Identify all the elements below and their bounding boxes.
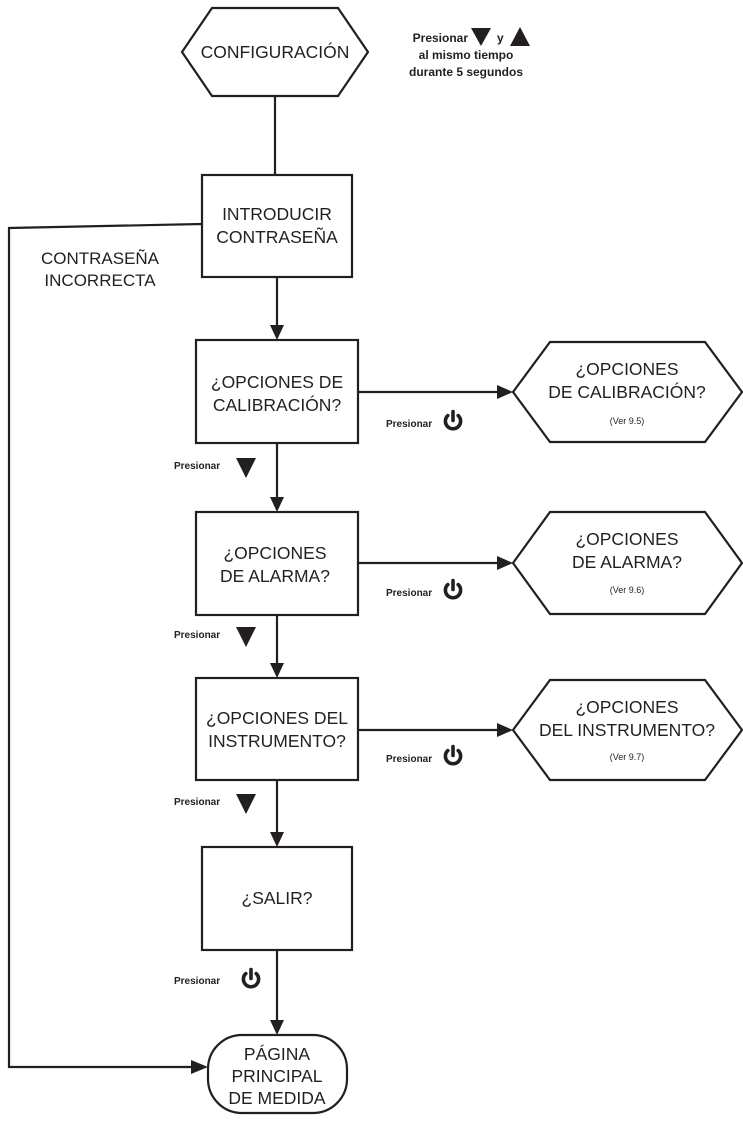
- down-triangle-icon: [236, 458, 256, 478]
- node-line: CALIBRACIÓN?: [213, 394, 342, 415]
- instruction-line: durante 5 segundos: [409, 65, 523, 79]
- press-label: Presionar: [174, 630, 220, 641]
- up-triangle-icon: [510, 27, 530, 46]
- press-power-alarma: Presionar: [386, 578, 463, 600]
- node-line: DE ALARMA?: [572, 552, 682, 572]
- node-configuracion: CONFIGURACIÓN: [180, 6, 370, 98]
- node-line: ¿OPCIONES: [223, 543, 326, 563]
- node-opciones-alarma: ¿OPCIONES DE ALARMA? (Ver 9.6): [511, 510, 743, 616]
- arrowhead: [497, 385, 513, 399]
- arrowhead: [270, 832, 284, 847]
- press-power-calibracion: Presionar: [386, 409, 463, 431]
- connectors: [7, 95, 513, 1074]
- instruction-line: al mismo tiempo: [419, 48, 514, 62]
- node-line: ¿OPCIONES DE: [211, 372, 343, 392]
- note-line: CONTRASEÑA: [41, 249, 160, 268]
- startup-instruction: Presionar y al mismo tiempo durante 5 se…: [409, 27, 530, 79]
- down-triangle-icon: [236, 627, 256, 647]
- note-line: INCORRECTA: [44, 271, 156, 290]
- press-label: Presionar: [174, 797, 220, 808]
- node-salir-question: ¿SALIR?: [200, 845, 354, 952]
- arrowhead: [191, 1060, 208, 1074]
- power-icon: [241, 967, 261, 989]
- node-line: INSTRUMENTO?: [208, 731, 346, 751]
- arrowhead: [497, 556, 513, 570]
- press-label: Presionar: [174, 976, 220, 987]
- node-pagina-principal: PÁGINA PRINCIPAL DE MEDIDA: [206, 1033, 349, 1115]
- node-introducir-contrasena: INTRODUCIR CONTRASEÑA: [200, 173, 354, 279]
- arrowhead: [270, 325, 284, 340]
- reference-label: (Ver 9.6): [610, 585, 645, 595]
- press-down-to-instrumento: Presionar: [174, 627, 256, 647]
- press-down-to-salir: Presionar: [174, 794, 256, 814]
- press-power-instrumento: Presionar: [386, 744, 463, 766]
- press-label: Presionar: [174, 461, 220, 472]
- node-opciones-instrumento-question: ¿OPCIONES DEL INSTRUMENTO?: [194, 676, 360, 782]
- arrowhead: [270, 1020, 284, 1035]
- node-line: INTRODUCIR: [222, 204, 332, 224]
- node-opciones-alarma-question: ¿OPCIONES DE ALARMA?: [194, 510, 360, 617]
- arrowhead: [270, 497, 284, 512]
- node-line: DE MEDIDA: [228, 1088, 326, 1108]
- node-line: ¿OPCIONES: [575, 359, 678, 379]
- arrowhead: [497, 723, 513, 737]
- press-label: Presionar: [386, 588, 432, 599]
- press-power-salir: Presionar: [174, 967, 261, 989]
- node-line: CONTRASEÑA: [216, 226, 338, 247]
- instruction-conjunction: y: [497, 31, 504, 45]
- press-label: Presionar: [386, 419, 432, 430]
- power-icon: [443, 578, 463, 600]
- node-line: DE ALARMA?: [220, 566, 330, 586]
- down-triangle-icon: [471, 28, 491, 46]
- node-line: DEL INSTRUMENTO?: [539, 720, 715, 740]
- reference-label: (Ver 9.7): [610, 752, 645, 762]
- power-icon: [443, 409, 463, 431]
- node-line: ¿OPCIONES: [575, 529, 678, 549]
- arrowhead: [270, 663, 284, 678]
- node-opciones-instrumento: ¿OPCIONES DEL INSTRUMENTO? (Ver 9.7): [511, 678, 743, 782]
- power-icon: [443, 744, 463, 766]
- reference-label: (Ver 9.5): [610, 416, 645, 426]
- node-line: DE CALIBRACIÓN?: [548, 381, 706, 402]
- node-configuracion-label: CONFIGURACIÓN: [201, 41, 350, 62]
- press-down-to-alarma: Presionar: [174, 458, 256, 478]
- node-line: ¿OPCIONES DEL: [206, 708, 348, 728]
- node-opciones-calibracion: ¿OPCIONES DE CALIBRACIÓN? (Ver 9.5): [511, 340, 743, 444]
- node-salir-label: ¿SALIR?: [242, 888, 313, 908]
- press-label: Presionar: [386, 754, 432, 765]
- node-opciones-calibracion-question: ¿OPCIONES DE CALIBRACIÓN?: [194, 338, 360, 445]
- instruction-word: Presionar: [413, 31, 469, 45]
- node-line: PRINCIPAL: [231, 1066, 322, 1086]
- down-triangle-icon: [236, 794, 256, 814]
- node-line: ¿OPCIONES: [575, 697, 678, 717]
- node-line: PÁGINA: [244, 1044, 310, 1064]
- edge-wrong-password-loop: [7, 222, 203, 1069]
- wrong-password-note: CONTRASEÑA INCORRECTA: [41, 249, 160, 290]
